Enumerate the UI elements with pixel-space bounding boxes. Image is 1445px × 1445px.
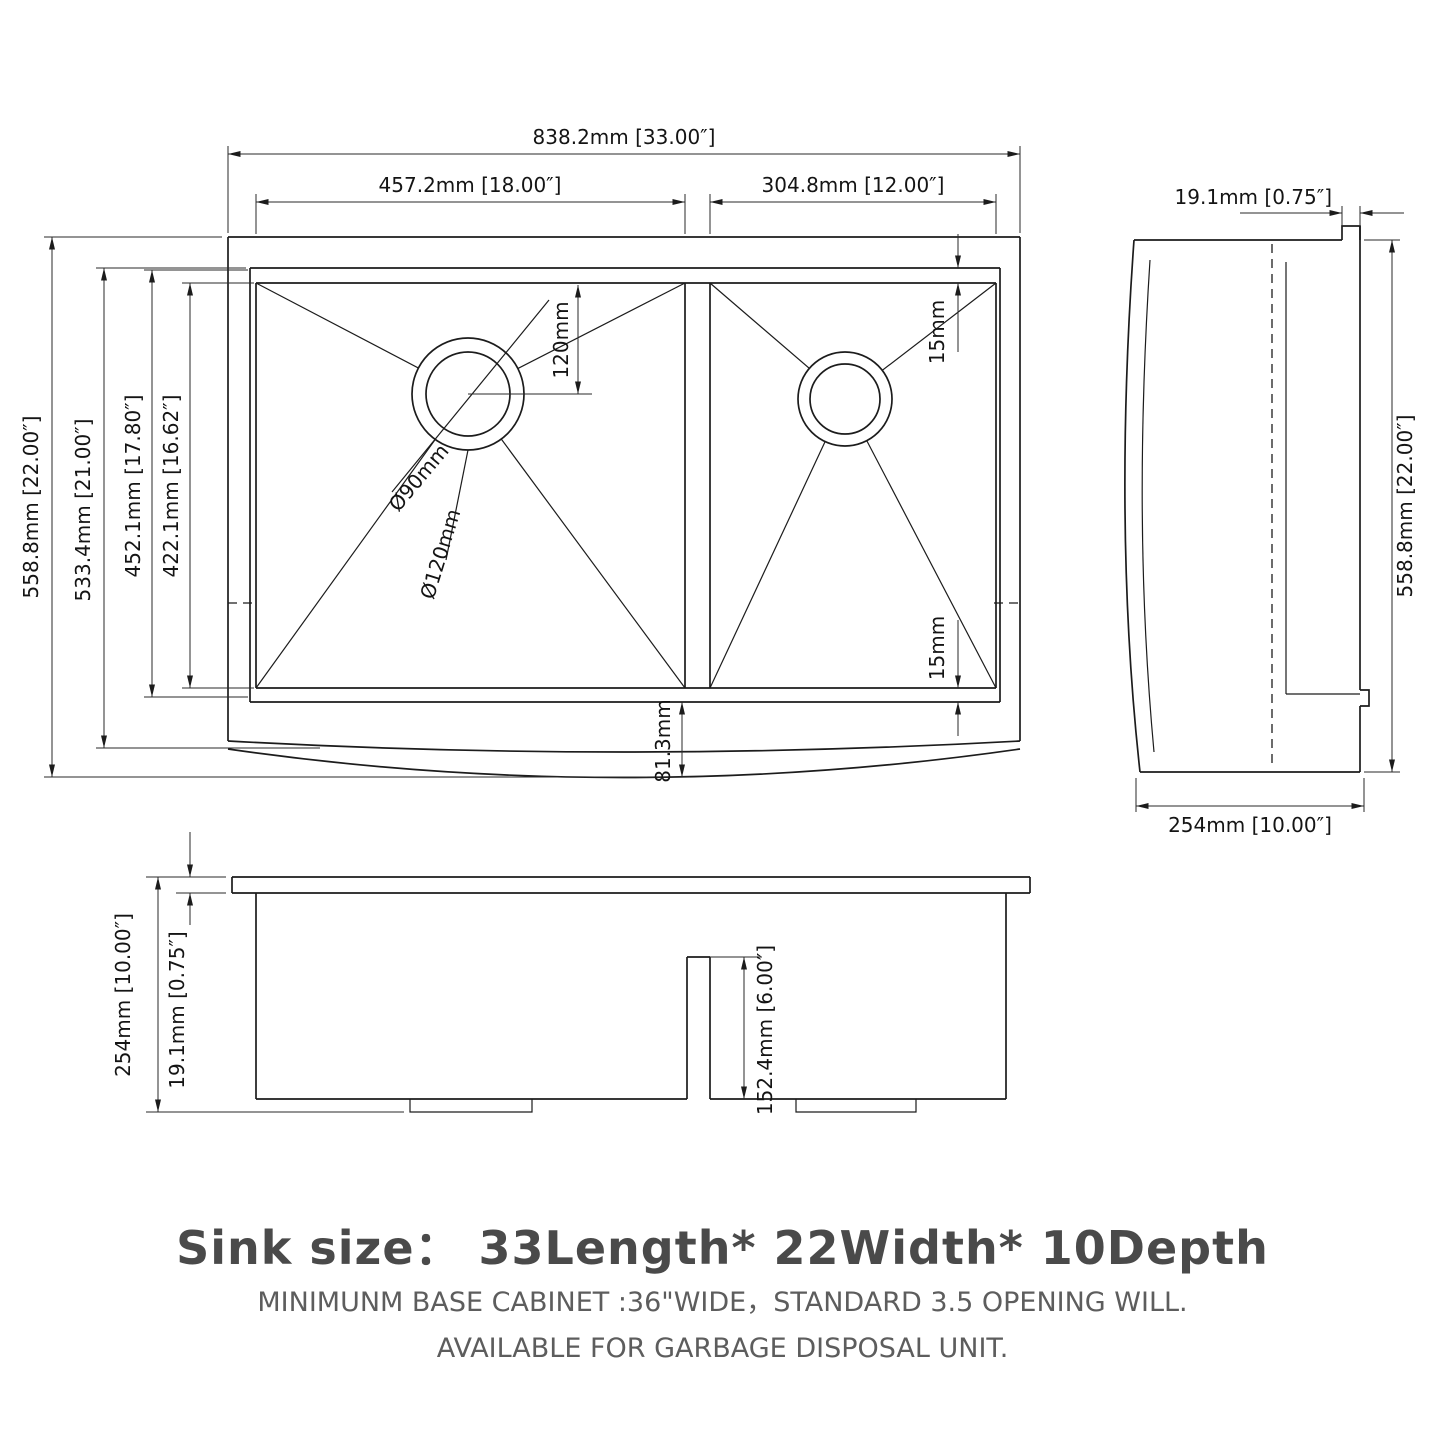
- front-view: [231, 876, 1031, 1113]
- dim-drain-flange-dia: Ø120mm: [415, 506, 465, 602]
- mounting-feet: [409, 1099, 917, 1113]
- dim-right-bowl-length: 304.8mm [12.00″]: [762, 173, 945, 197]
- side-view: [1124, 225, 1370, 773]
- top-view: [227, 236, 1021, 779]
- front-view-dimensions: 254mm [10.00″] 19.1mm [0.75″] 152.4mm [6…: [111, 832, 777, 1115]
- dim-drain-hole-dia: Ø90mm: [384, 439, 454, 516]
- front-view-rim: [231, 876, 1031, 894]
- technical-drawing: 838.2mm [33.00″] 457.2mm [18.00″] 304.8m…: [19, 125, 1417, 1115]
- front-view-body: [255, 893, 1007, 1100]
- dim-inner-width: 452.1mm [17.80″]: [121, 395, 145, 578]
- dim-overall-width: 558.8mm [22.00″]: [19, 416, 43, 599]
- dim-apron-overhang: 81.3mm: [651, 699, 675, 783]
- bowl-edges: [255, 282, 997, 689]
- top-view-rim: [249, 267, 1001, 703]
- dim-front-rim-thickness: 19.1mm [0.75″]: [165, 931, 189, 1088]
- dim-rim-width: 533.4mm [21.00″]: [71, 419, 95, 602]
- dim-drain-offset: 120mm: [549, 301, 573, 378]
- right-drain-hole: [809, 363, 881, 435]
- dim-corner-radius-top: 15mm: [925, 300, 949, 364]
- garbage-disposal-note: AVAILABLE FOR GARBAGE DISPOSAL UNIT.: [436, 1333, 1009, 1364]
- base-cabinet-note: MINIMUNM BASE CABINET :36"WIDE，STANDARD …: [257, 1287, 1188, 1318]
- dim-bowl-width: 422.1mm [16.62″]: [159, 395, 183, 578]
- spec-footer: Sink size： 33Length* 22Width* 10Depth MI…: [0, 1212, 1445, 1370]
- dim-overall-length: 838.2mm [33.00″]: [533, 125, 716, 149]
- dim-side-overall-width: 558.8mm [22.00″]: [1393, 415, 1417, 598]
- dim-side-depth: 254mm [10.00″]: [1168, 813, 1332, 837]
- dim-left-bowl-length: 457.2mm [18.00″]: [379, 173, 562, 197]
- sink-size-title: Sink size： 33Length* 22Width* 10Depth: [176, 1221, 1269, 1275]
- drain-diameter-leader: [391, 299, 550, 493]
- top-view-dimensions: 838.2mm [33.00″] 457.2mm [18.00″] 304.8m…: [19, 125, 1021, 783]
- right-bowl-slope-lines: [709, 282, 997, 689]
- dim-divider-notch: 152.4mm [6.00″]: [753, 945, 777, 1115]
- side-view-bowl-profile: [1271, 244, 1360, 768]
- side-view-dimensions: 19.1mm [0.75″] 558.8mm [22.00″] 254mm [1…: [1135, 185, 1417, 837]
- drain-flange-leader: [445, 449, 469, 561]
- dim-corner-radius-bottom: 15mm: [925, 616, 949, 680]
- dim-front-depth: 254mm [10.00″]: [111, 913, 135, 1077]
- divider-notch: [686, 956, 711, 1099]
- side-view-outline: [1124, 225, 1370, 773]
- dim-side-rim-thickness: 19.1mm [0.75″]: [1175, 185, 1332, 209]
